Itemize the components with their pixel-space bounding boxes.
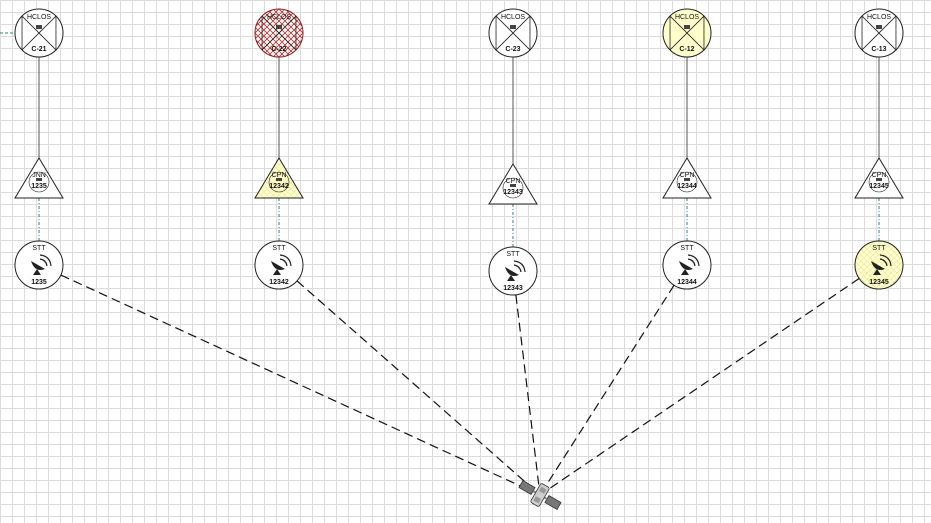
stt-id: 12345 [869, 279, 889, 286]
x-mark-icon [861, 15, 897, 51]
satellite-link [543, 284, 675, 489]
node-type-label: CPN [872, 172, 887, 179]
stt-terminal[interactable]: STT 12344 [662, 240, 712, 290]
node-columns: HCLOSC-21JNN1235STT1235HCLOSC-22CPN12342… [14, 8, 904, 296]
hclos-id: C-23 [505, 46, 520, 53]
hclos-node[interactable]: HCLOS C-12 [662, 8, 712, 58]
satellite-dish-icon [271, 254, 292, 275]
node-type-label: CPN [680, 172, 695, 179]
node-triangle[interactable]: CPN 12343 [488, 163, 538, 205]
hclos-label: HCLOS [501, 14, 525, 21]
node-triangle[interactable]: CPN 12345 [854, 157, 904, 199]
satellite-links [60, 274, 860, 493]
x-mark-icon [669, 15, 705, 51]
stt-terminal[interactable]: STT 12345 [854, 240, 904, 290]
node-triangle[interactable]: CPN 12344 [662, 157, 712, 199]
hclos-marker-icon [684, 25, 690, 29]
hclos-node[interactable]: HCLOS C-21 [14, 8, 64, 58]
hclos-marker-icon [510, 25, 516, 29]
node-id: 12343 [503, 189, 523, 196]
node-triangle[interactable]: JNN 1235 [14, 157, 64, 199]
node-marker-icon [876, 178, 882, 181]
hclos-id: C-13 [871, 46, 886, 53]
hclos-id: C-12 [679, 46, 694, 53]
hclos-marker-icon [36, 25, 42, 29]
node-type-label: CPN [506, 178, 521, 185]
satellite-link [60, 274, 533, 493]
satellite-link [546, 277, 860, 492]
stt-label: STT [506, 251, 520, 258]
stt-label: STT [272, 245, 286, 252]
satellite-link [296, 280, 535, 491]
hclos-label: HCLOS [267, 14, 291, 21]
satellite-dish-icon [679, 254, 700, 275]
satellite-link [515, 294, 540, 488]
stt-id: 12343 [503, 285, 523, 292]
stt-id: 12342 [269, 279, 289, 286]
node-marker-icon [510, 184, 516, 187]
hclos-id: C-21 [31, 46, 46, 53]
stt-terminal[interactable]: STT 1235 [14, 240, 64, 290]
hclos-label: HCLOS [867, 14, 891, 21]
hclos-marker-icon [876, 25, 882, 29]
node-id: 12345 [869, 183, 889, 190]
satellite-icon[interactable] [515, 474, 564, 515]
stt-terminal[interactable]: STT 12343 [488, 246, 538, 296]
stt-id: 12344 [677, 279, 697, 286]
stt-terminal[interactable]: STT 12342 [254, 240, 304, 290]
hclos-id: C-22 [271, 46, 286, 53]
hclos-node[interactable]: HCLOS C-23 [488, 8, 538, 58]
hclos-label: HCLOS [27, 14, 51, 21]
satellite-dish-icon [871, 254, 892, 275]
node-id: 1235 [31, 183, 47, 190]
hclos-label: HCLOS [675, 14, 699, 21]
node-marker-icon [276, 178, 282, 181]
node-type-label: CPN [272, 172, 287, 179]
stt-label: STT [872, 245, 886, 252]
node-id: 12344 [677, 183, 697, 190]
satellite-dish-icon [31, 254, 52, 275]
hclos-marker-icon [276, 25, 282, 29]
x-mark-icon [261, 15, 297, 51]
stt-label: STT [680, 245, 694, 252]
satellite-dish-icon [505, 260, 526, 281]
hclos-node[interactable]: HCLOS C-13 [854, 8, 904, 58]
node-marker-icon [36, 178, 42, 181]
node-marker-icon [684, 178, 690, 181]
node-triangle[interactable]: CPN 12342 [254, 157, 304, 199]
node-type-label: JNN [32, 172, 46, 179]
stt-label: STT [32, 245, 46, 252]
x-mark-icon [495, 15, 531, 51]
x-mark-icon [21, 15, 57, 51]
stt-id: 1235 [31, 279, 47, 286]
hclos-node[interactable]: HCLOS C-22 [254, 8, 304, 58]
node-id: 12342 [269, 183, 289, 190]
